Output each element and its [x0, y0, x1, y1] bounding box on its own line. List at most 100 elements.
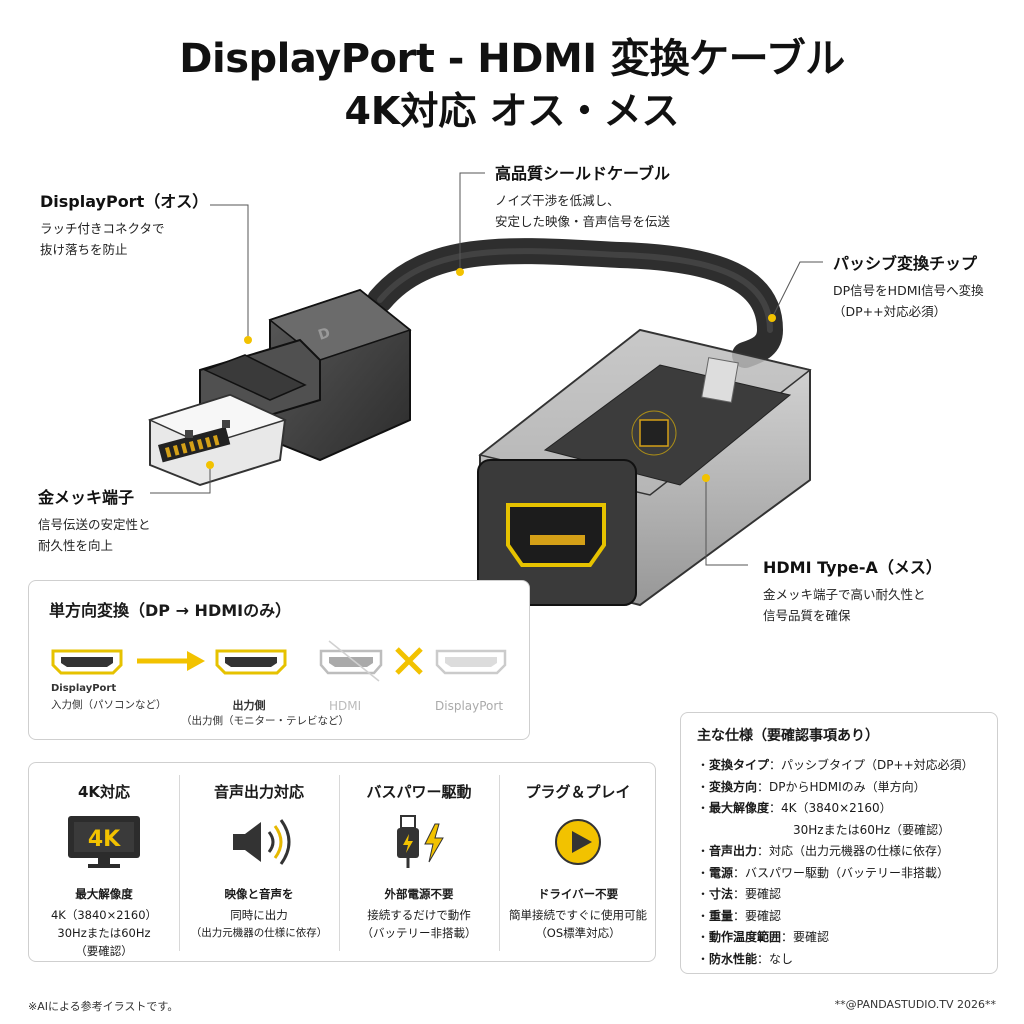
feature-4k: 4K対応 4K 最大解像度 4K（3840×2160） 30Hzまたは60Hz … [29, 763, 179, 963]
spec-item: ・動作温度範囲：要確認 [697, 927, 981, 949]
feature-buspower-desc2: （バッテリー非搭載） [361, 926, 477, 940]
callout-dp-male: DisplayPort（オス） ラッチ付きコネクタで 抜け落ちを防止 [40, 188, 208, 260]
spec-value: ：要確認 [733, 908, 782, 923]
spec-value: ：DPからHDMIのみ（単方向） [757, 779, 926, 794]
spec-bullet: ・ [697, 758, 710, 772]
feature-audio: 音声出力対応 映像と音声を 同時に出力 （出力元機器の仕様に依存） [179, 763, 339, 963]
spec-value: ：パッシブタイプ（DP++対応必須） [769, 758, 974, 772]
spec-key: 動作温度範囲 [709, 930, 782, 944]
spec-key: 重量 [709, 908, 734, 923]
callout-hdmi-female-desc2: 信号品質を確保 [763, 608, 851, 623]
spec-value: ：要確認 [733, 887, 782, 901]
feature-4k-desc2: 30Hzまたは60Hz [57, 926, 151, 940]
feature-audio-desc1: 同時に出力 [230, 908, 288, 922]
displayport-plug: D [147, 288, 412, 487]
feature-4k-title: 4K対応 [77, 783, 131, 801]
callout-gold: 金メッキ端子 信号伝送の安定性と 耐久性を向上 [38, 484, 151, 556]
callout-chip-desc2: （DP++対応必須） [833, 304, 947, 319]
usb-power-icon [397, 815, 444, 868]
features-panel: 4K対応 4K 最大解像度 4K（3840×2160） 30Hzまたは60Hz … [28, 762, 656, 962]
x-mark-icon [395, 647, 423, 675]
callout-chip-desc: DP信号をHDMI信号へ変換 （DP++対応必須） [833, 280, 984, 322]
spec-key: 変換方向 [709, 779, 758, 794]
spec-value: 30Hzまたは60Hz（要確認） [793, 822, 951, 837]
callout-dp-male-desc: ラッチ付きコネクタで 抜け落ちを防止 [40, 218, 208, 260]
callout-dp-male-desc1: ラッチ付きコネクタで [40, 221, 165, 236]
spec-key: 防水性能 [709, 951, 758, 966]
spec-value: ：要確認 [781, 930, 830, 944]
callout-chip-title: パッシブ変換チップ [833, 254, 978, 273]
spec-key: 電源 [709, 865, 734, 880]
monitor-icon: 4K [68, 816, 140, 868]
feature-audio-desc2: （出力元機器の仕様に依存） [190, 927, 328, 939]
feature-plugplay: プラグ＆プレイ ドライバー不要 簡単接続ですぐに使用可能 （OS標準対応） [499, 763, 657, 963]
output-label: （出力側（モニター・テレビなど） [181, 715, 349, 727]
feature-buspower-desc: 接続するだけで動作 （バッテリー非搭載） [339, 906, 499, 942]
spec-bullet: ・ [697, 865, 710, 880]
page-subtitle: 4K対応 オス・メス [344, 89, 680, 133]
speaker-icon [233, 819, 291, 865]
feature-divider [339, 775, 340, 951]
spec-item: ・重量：要確認 [697, 906, 981, 928]
specs-panel: 主な仕様（要確認事項あり） ・変換タイプ：パッシブタイプ（DP++対応必須）・変… [680, 712, 998, 974]
spec-list: ・変換タイプ：パッシブタイプ（DP++対応必須）・変換方向：DPからHDMIのみ… [697, 755, 981, 970]
callout-shield-desc1: ノイズ干渉を低減し、 [495, 193, 620, 208]
feature-buspower-sub: 外部電源不要 [384, 887, 454, 901]
spec-key: 寸法 [709, 887, 734, 901]
spec-bullet: ・ [697, 779, 710, 794]
callout-gold-desc1: 信号伝送の安定性と [38, 517, 151, 532]
feature-plugplay-sub: ドライバー不要 [537, 887, 619, 901]
spec-key: 音声出力 [709, 844, 758, 858]
spec-item: ・最大解像度：4K（3840×2160） [697, 798, 981, 820]
spec-value: ：4K（3840×2160） [769, 801, 892, 815]
reverse-from-label: HDMI [329, 699, 362, 713]
spec-item: ・寸法：要確認 [697, 884, 981, 906]
feature-plugplay-desc: 簡単接続ですぐに使用可能 （OS標準対応） [499, 906, 657, 942]
footer-credit: **@PANDASTUDIO.TV 2026** [834, 998, 996, 1011]
feature-divider [179, 775, 180, 951]
spec-value: ：なし [757, 951, 794, 966]
callout-dp-male-title: DisplayPort（オス） [40, 192, 209, 211]
feature-4k-sub: 最大解像度 [75, 887, 133, 901]
feature-audio-title: 音声出力対応 [213, 783, 304, 801]
direction-panel: 単方向変換（DP → HDMIのみ） Di [28, 580, 530, 740]
spec-bullet: ・ [697, 801, 710, 815]
spec-item: ・変換方向：DPからHDMIのみ（単方向） [697, 777, 981, 799]
feature-buspower-desc1: 接続するだけで動作 [367, 908, 471, 922]
direction-diagram [51, 640, 507, 682]
feature-plugplay-desc1: 簡単接続ですぐに使用可能 [509, 908, 647, 922]
feature-4k-desc3: （要確認） [75, 944, 133, 958]
callout-shield: 高品質シールドケーブル ノイズ干渉を低減し、 安定した映像・音声信号を伝送 [495, 160, 670, 232]
spec-bullet: ・ [697, 887, 710, 901]
spec-value: ：バスパワー駆動（バッテリー非搭載） [733, 865, 950, 880]
callout-chip-desc1: DP信号をHDMI信号へ変換 [833, 283, 984, 298]
specs-title: 主な仕様（要確認事項あり） [697, 728, 879, 744]
page-title: DisplayPort - HDMI 変換ケーブル [179, 36, 845, 82]
direction-title: 単方向変換（DP → HDMIのみ） [49, 601, 292, 620]
footer-note: ※AIによる参考イラストです。 [28, 1000, 179, 1013]
callout-hdmi-female-title: HDMI Type-A（メス） [763, 558, 942, 577]
callout-shield-title: 高品質シールドケーブル [495, 164, 671, 183]
spec-item: ・変換タイプ：パッシブタイプ（DP++対応必須） [697, 755, 981, 777]
feature-divider [499, 775, 500, 951]
play-icon [555, 819, 601, 865]
feature-audio-sub: 映像と音声を [224, 887, 294, 901]
spec-item: 30Hzまたは60Hz（要確認） [697, 820, 981, 842]
spec-value: ：対応（出力元機器の仕様に依存） [757, 844, 950, 858]
spec-bullet: ・ [697, 844, 710, 858]
feature-plugplay-desc2: （OS標準対応） [535, 926, 621, 940]
callout-dp-male-desc2: 抜け落ちを防止 [40, 242, 128, 257]
feature-buspower-title: バスパワー駆動 [366, 783, 472, 801]
feature-4k-desc1: 4K（3840×2160） [50, 908, 158, 922]
feature-4k-desc: 4K（3840×2160） 30Hzまたは60Hz （要確認） [29, 906, 179, 960]
reverse-to-label: DisplayPort [435, 699, 504, 713]
monitor-icon-text: 4K [88, 827, 121, 852]
reverse-to-port-icon [435, 649, 507, 675]
reverse-from-port-icon [319, 640, 383, 682]
input-port-icon [51, 649, 123, 675]
callout-chip: パッシブ変換チップ DP信号をHDMI信号へ変換 （DP++対応必須） [833, 250, 984, 322]
spec-bullet: ・ [697, 908, 710, 923]
spec-item: ・電源：バスパワー駆動（バッテリー非搭載） [697, 863, 981, 885]
callout-shield-desc2: 安定した映像・音声信号を伝送 [495, 214, 671, 229]
